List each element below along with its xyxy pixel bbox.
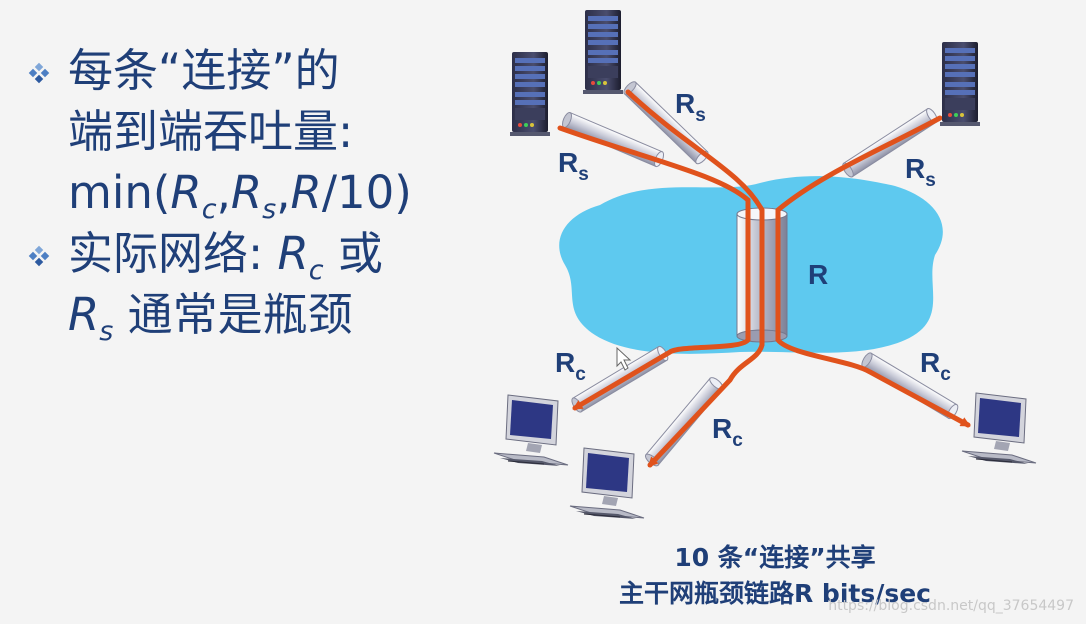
server-icon <box>583 10 623 94</box>
throughput-formula: min(Rc,Rs,R/10) <box>68 166 412 225</box>
label-rs: Rs <box>675 88 706 126</box>
label-rc: Rc <box>555 347 586 385</box>
bullet-line: 每条“连接”的 <box>68 44 340 97</box>
desktop-computer-icon <box>493 394 569 467</box>
bullet-throughput: 每条“连接”的 端到端吞吐量: min(Rc,Rs,R/10) <box>22 40 462 223</box>
bullet-list: 每条“连接”的 端到端吞吐量: min(Rc,Rs,R/10) 实际网络: Rc… <box>22 40 462 345</box>
bullet-bottleneck: 实际网络: Rc 或 Rs 通常是瓶颈 <box>22 223 462 345</box>
bullet-line: Rs 通常是瓶颈 <box>68 288 353 347</box>
caption-line: 主干网瓶颈链路R bits/sec <box>618 579 932 608</box>
bullet-line: 实际网络: Rc 或 <box>68 227 383 286</box>
label-rs: Rs <box>558 147 589 185</box>
diamond-bullet-icon <box>28 62 50 84</box>
flow-paths <box>557 89 971 468</box>
label-rc: Rc <box>712 413 743 451</box>
label-rc: Rc <box>920 347 951 385</box>
watermark: https://blog.csdn.net/qq_37654497 <box>828 598 1074 614</box>
desktop-computer-icon <box>961 392 1037 465</box>
diagram-caption: 10 条“连接”共享 主干网瓶颈链路R bits/sec <box>565 540 985 612</box>
caption-line: 10 条“连接”共享 <box>674 543 876 572</box>
label-rs: Rs <box>905 153 936 191</box>
mouse-cursor-icon <box>616 346 632 371</box>
server-icon <box>940 42 980 126</box>
label-backbone-r: R <box>808 259 828 290</box>
bullet-line: 端到端吞吐量: <box>68 105 354 158</box>
diamond-bullet-icon <box>28 245 50 267</box>
server-icon <box>510 52 550 136</box>
desktop-computer-icon <box>569 447 645 520</box>
